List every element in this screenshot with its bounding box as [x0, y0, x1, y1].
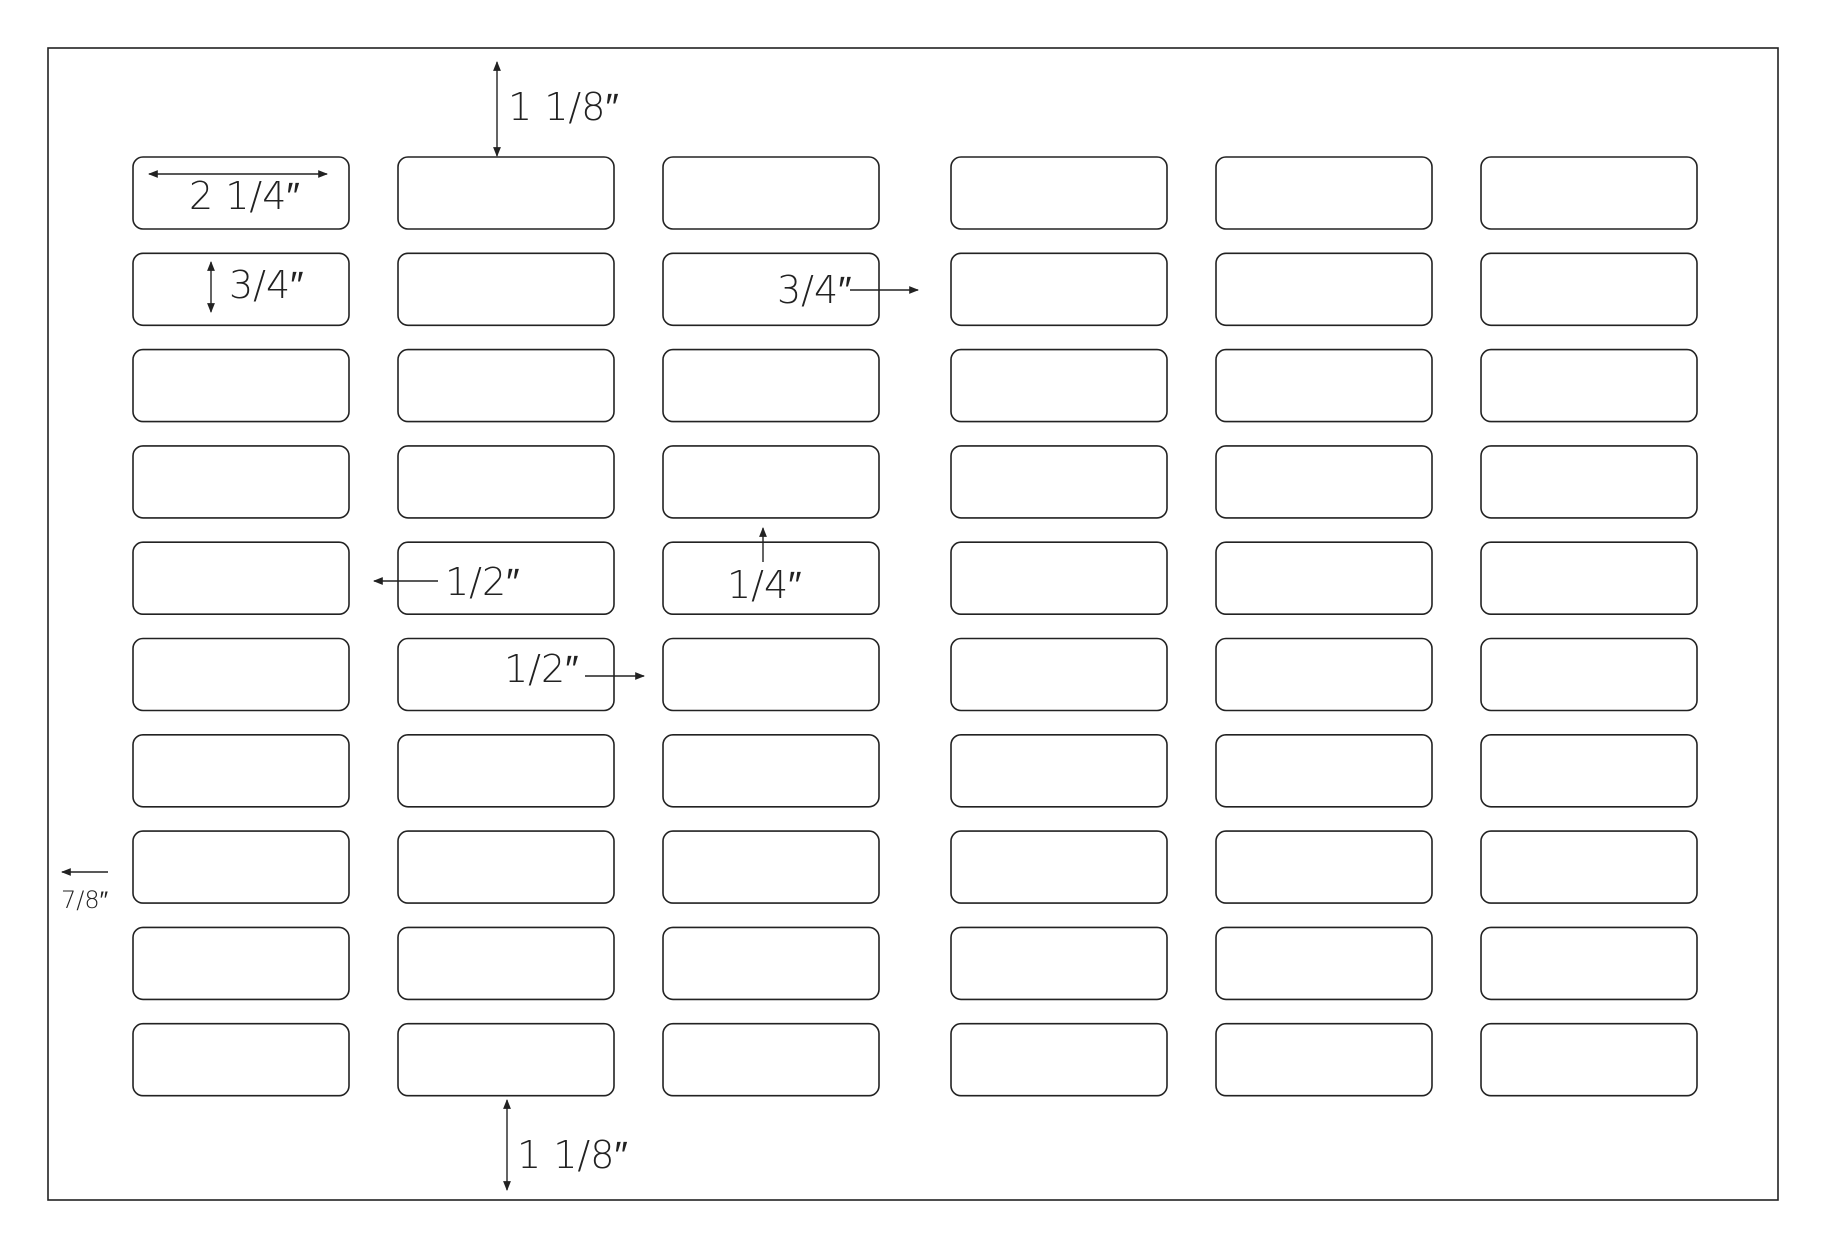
sheet-border — [47, 47, 1779, 1201]
label-r3-c1 — [132, 348, 350, 423]
label-r7-c5 — [1215, 733, 1433, 808]
label-r3-c3 — [662, 348, 880, 423]
label-r6-c2 — [397, 637, 615, 712]
label-r4-c3 — [662, 445, 880, 519]
label-r7-c3 — [662, 733, 880, 808]
label-r1-c4 — [950, 156, 1168, 230]
label-r2-c5 — [1215, 252, 1433, 327]
label-r4-c4 — [950, 445, 1168, 519]
bottom-margin-label: 1 1/8″ — [517, 1133, 628, 1177]
label-r8-c4 — [950, 830, 1168, 904]
label-r10-c3 — [662, 1022, 880, 1097]
label-r6-c6 — [1480, 637, 1698, 712]
label-r6-c1 — [132, 637, 350, 712]
label-r1-c3 — [662, 156, 880, 230]
label-r2-c6 — [1480, 252, 1698, 327]
label-r4-c5 — [1215, 445, 1433, 519]
label-r6-c4 — [950, 637, 1168, 712]
labels-grid — [132, 156, 1698, 1097]
label-r5-c4 — [950, 541, 1168, 616]
label-r7-c4 — [950, 733, 1168, 808]
label-r1-c5 — [1215, 156, 1433, 230]
column-gap-small-label: 1/2″ — [445, 560, 520, 604]
label-r7-c6 — [1480, 733, 1698, 808]
label-r9-c3 — [662, 926, 880, 1001]
label-r10-c6 — [1480, 1022, 1698, 1097]
column-gap-large-label: 3/4″ — [777, 268, 852, 312]
label-r3-c5 — [1215, 348, 1433, 423]
label-r4-c6 — [1480, 445, 1698, 519]
label-r7-c2 — [397, 733, 615, 808]
label-r7-c1 — [132, 733, 350, 808]
label-r10-c2 — [397, 1022, 615, 1097]
label-r9-c5 — [1215, 926, 1433, 1001]
top-margin-label: 1 1/8″ — [508, 85, 619, 129]
label-r4-c2 — [397, 445, 615, 519]
label-r10-c1 — [132, 1022, 350, 1097]
label-r9-c6 — [1480, 926, 1698, 1001]
label-r9-c2 — [397, 926, 615, 1001]
label-r5-c3 — [662, 541, 880, 616]
column-gap-small-2-label: 1/2″ — [504, 647, 579, 691]
label-r6-c3 — [662, 637, 880, 712]
label-r8-c5 — [1215, 830, 1433, 904]
label-r10-c5 — [1215, 1022, 1433, 1097]
label-r8-c1 — [132, 830, 350, 904]
label-r5-c6 — [1480, 541, 1698, 616]
label-r3-c4 — [950, 348, 1168, 423]
label-r8-c3 — [662, 830, 880, 904]
label-r9-c1 — [132, 926, 350, 1001]
label-width-label: 2 1/4″ — [189, 174, 300, 218]
label-r1-c6 — [1480, 156, 1698, 230]
label-r3-c2 — [397, 348, 615, 423]
left-margin-label: 7/8″ — [61, 886, 109, 914]
label-r2-c2 — [397, 252, 615, 327]
label-r9-c4 — [950, 926, 1168, 1001]
label-r2-c4 — [950, 252, 1168, 327]
label-r3-c6 — [1480, 348, 1698, 423]
row-gap-label: 1/4″ — [727, 563, 802, 607]
label-r1-c2 — [397, 156, 615, 230]
label-r10-c4 — [950, 1022, 1168, 1097]
label-r4-c1 — [132, 445, 350, 519]
label-r6-c5 — [1215, 637, 1433, 712]
label-r8-c6 — [1480, 830, 1698, 904]
label-r5-c5 — [1215, 541, 1433, 616]
label-r5-c2 — [397, 541, 615, 616]
label-height-label: 3/4″ — [229, 263, 304, 307]
label-r5-c1 — [132, 541, 350, 616]
label-r8-c2 — [397, 830, 615, 904]
label-r2-c1 — [132, 252, 350, 327]
